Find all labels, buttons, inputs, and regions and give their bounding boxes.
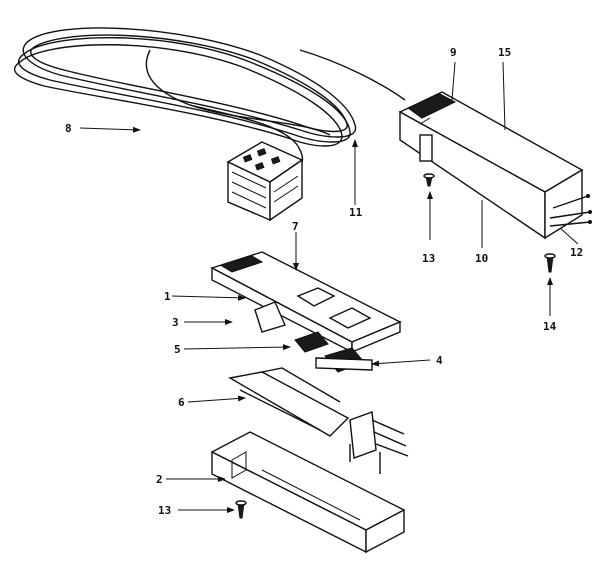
leader-lines bbox=[79, 61, 579, 513]
callout-6: 6 bbox=[178, 396, 185, 409]
assembled-plug bbox=[398, 91, 592, 273]
callout-13-upper: 13 bbox=[422, 252, 435, 265]
callout-labels: 8 9 15 11 13 10 12 14 7 1 3 5 4 6 2 13 bbox=[65, 46, 583, 517]
base-housing bbox=[210, 431, 406, 554]
cube-tap bbox=[226, 141, 304, 222]
callout-5: 5 bbox=[174, 343, 181, 356]
coiled-cord bbox=[14, 27, 406, 171]
callout-8: 8 bbox=[65, 122, 72, 135]
callout-10: 10 bbox=[475, 252, 488, 265]
callout-12: 12 bbox=[570, 246, 583, 259]
callout-4: 4 bbox=[436, 354, 443, 367]
callout-3: 3 bbox=[172, 316, 179, 329]
callout-2: 2 bbox=[156, 473, 163, 486]
callout-14: 14 bbox=[543, 320, 557, 333]
terminal-assembly bbox=[228, 367, 409, 474]
callout-7: 7 bbox=[292, 220, 299, 233]
callout-11: 11 bbox=[349, 206, 363, 219]
callout-15: 15 bbox=[498, 46, 511, 59]
contacts bbox=[294, 331, 373, 373]
callout-9: 9 bbox=[450, 46, 457, 59]
callout-1: 1 bbox=[164, 290, 171, 303]
callout-13-lower: 13 bbox=[158, 504, 171, 517]
